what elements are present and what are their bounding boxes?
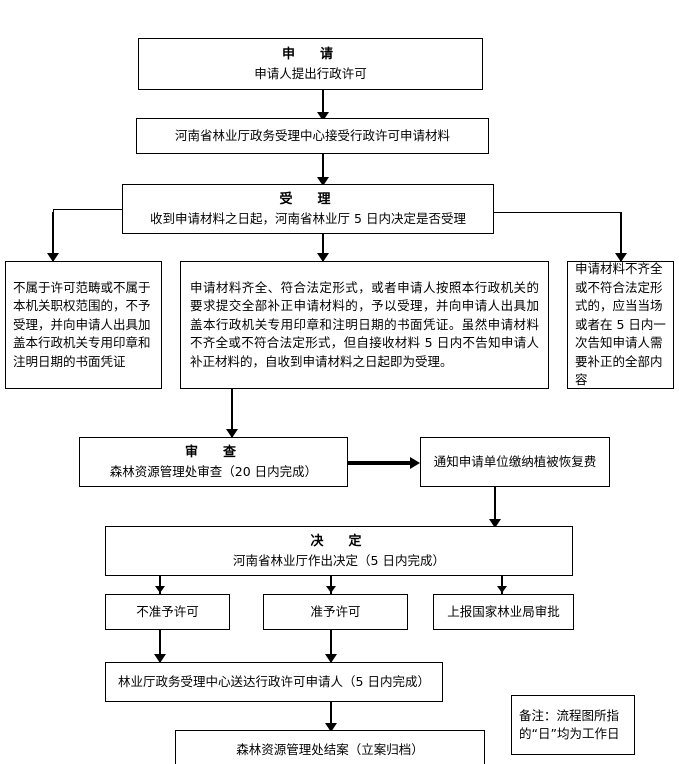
node-deliver-body: 林业厅政务受理中心送达行政许可申请人（5 日内完成） [118, 674, 430, 689]
connector-accept-to-review [231, 389, 233, 439]
connector-branch-right-horizontal [494, 212, 622, 213]
node-accept-center: 河南省林业厅政务受理中心接受行政许可申请材料 [136, 118, 489, 154]
node-decision: 决 定 河南省林业厅作出决定（5 日内完成） [105, 526, 573, 576]
node-decision-body: 河南省林业厅作出决定（5 日内完成） [233, 553, 445, 568]
node-archive-body: 森林资源管理处结案（立案归档） [236, 742, 424, 757]
node-not-permitted: 不准予许可 [105, 594, 230, 630]
node-deliver: 林业厅政务受理中心送达行政许可申请人（5 日内完成） [105, 662, 443, 702]
node-branch-supplement-body: 申请材料不齐全或不符合法定形式的，应当当场或者在 5 日内一次告知申请人需要补正… [575, 261, 666, 388]
node-branch-supplement: 申请材料不齐全或不符合法定形式的，应当当场或者在 5 日内一次告知申请人需要补正… [567, 261, 674, 389]
node-review-title: 审 查 [184, 445, 242, 460]
node-branch-accept-body: 申请材料齐全、符合法定形式，或者申请人按照本行政机关的要求提交全部补正申请材料的… [190, 279, 539, 369]
connector-decision-to-not-permitted [159, 576, 161, 594]
connector-branch-left-vertical-stub [53, 209, 54, 214]
node-notify-fee-body: 通知申请单位缴纳植被恢复费 [433, 454, 597, 469]
connector-center-to-acceptance [322, 154, 324, 184]
node-report-state: 上报国家林业局审批 [433, 594, 574, 630]
connector-review-to-notify [348, 461, 412, 465]
node-apply-body: 申请人提出行政许可 [254, 66, 367, 81]
node-acceptance: 受 理 收到申请材料之日起，河南省林业厅 5 日内决定是否受理 [122, 184, 494, 234]
node-review-body: 森林资源管理处审查（20 日内完成） [109, 464, 318, 479]
arrow-branch-middle [317, 253, 329, 262]
node-branch-reject: 不属于许可范畴或不属于本机关职权范围的，不予受理，并向申请人出具加盖本行政机关专… [5, 261, 162, 389]
node-apply-title: 申 请 [281, 47, 339, 62]
connector-branch-middle [322, 234, 324, 261]
node-permitted-body: 准予许可 [310, 604, 361, 619]
arrow-permitted-to-deliver [325, 654, 337, 663]
arrow-decision-to-report [497, 586, 507, 593]
arrow-accept-to-review [226, 429, 238, 438]
arrow-not-permitted-to-deliver [154, 654, 166, 663]
node-archive: 森林资源管理处结案（立案归档） [175, 730, 485, 764]
connector-apply-to-center [322, 90, 324, 118]
node-note-body: 备注：流程图所指的“日”均为工作日 [519, 707, 620, 742]
arrow-center-to-acceptance [317, 177, 329, 186]
arrow-decision-to-not-permitted [155, 586, 165, 593]
connector-decision-to-report [501, 576, 503, 594]
connector-notify-to-decision [494, 487, 496, 528]
node-accept-center-body: 河南省林业厅政务受理中心接受行政许可申请材料 [174, 128, 450, 143]
connector-branch-left-down [52, 212, 54, 261]
node-acceptance-title: 受 理 [279, 192, 337, 207]
arrow-branch-right [615, 253, 627, 262]
node-branch-accept: 申请材料齐全、符合法定形式，或者申请人按照本行政机关的要求提交全部补正申请材料的… [180, 261, 549, 389]
connector-deliver-to-archive [330, 702, 332, 730]
node-note: 备注：流程图所指的“日”均为工作日 [511, 695, 635, 755]
node-apply: 申 请 申请人提出行政许可 [138, 38, 483, 90]
connector-decision-to-permitted [330, 576, 332, 594]
arrow-deliver-to-archive [325, 723, 337, 732]
node-branch-reject-body: 不属于许可范畴或不属于本机关职权范围的，不予受理，并向申请人出具加盖本行政机关专… [13, 279, 151, 369]
arrow-notify-to-decision [489, 519, 501, 528]
node-not-permitted-body: 不准予许可 [136, 604, 199, 619]
node-acceptance-body: 收到申请材料之日起，河南省林业厅 5 日内决定是否受理 [150, 211, 466, 226]
connector-permitted-to-deliver [330, 630, 332, 662]
connector-branch-left-horizontal [53, 209, 123, 210]
arrow-decision-to-permitted [326, 586, 336, 593]
arrow-apply-to-center [317, 112, 329, 121]
node-notify-fee: 通知申请单位缴纳植被恢复费 [420, 437, 610, 487]
node-permitted: 准予许可 [263, 594, 408, 630]
node-decision-title: 决 定 [310, 534, 368, 549]
arrow-branch-left [47, 253, 59, 262]
connector-not-permitted-to-deliver [159, 630, 161, 662]
node-review: 审 查 森林资源管理处审查（20 日内完成） [79, 437, 348, 487]
node-report-state-body: 上报国家林业局审批 [447, 604, 560, 619]
arrow-review-to-notify [410, 457, 420, 469]
connector-branch-right-down [620, 212, 622, 261]
